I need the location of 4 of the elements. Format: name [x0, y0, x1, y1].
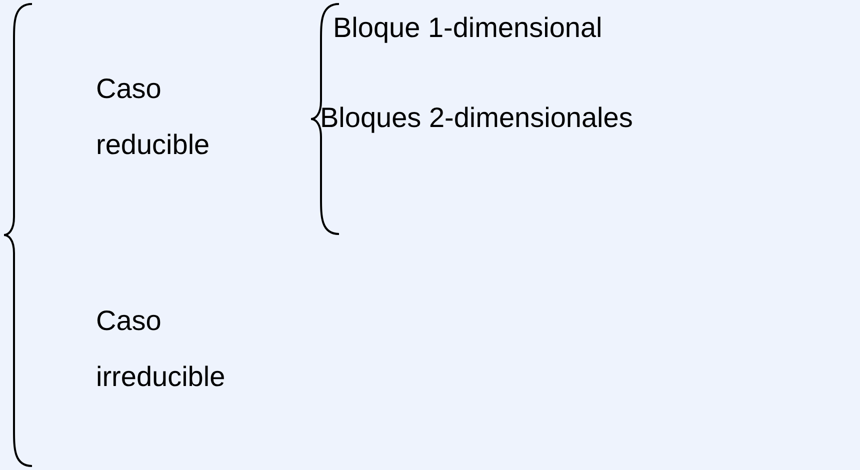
- label-text: Bloques 2-dimensionales: [320, 101, 634, 135]
- label-text: Caso reducible: [96, 72, 211, 162]
- label-text: Caso irreducible: [96, 304, 226, 394]
- label-text: Bloque 1-dimensional: [333, 11, 604, 45]
